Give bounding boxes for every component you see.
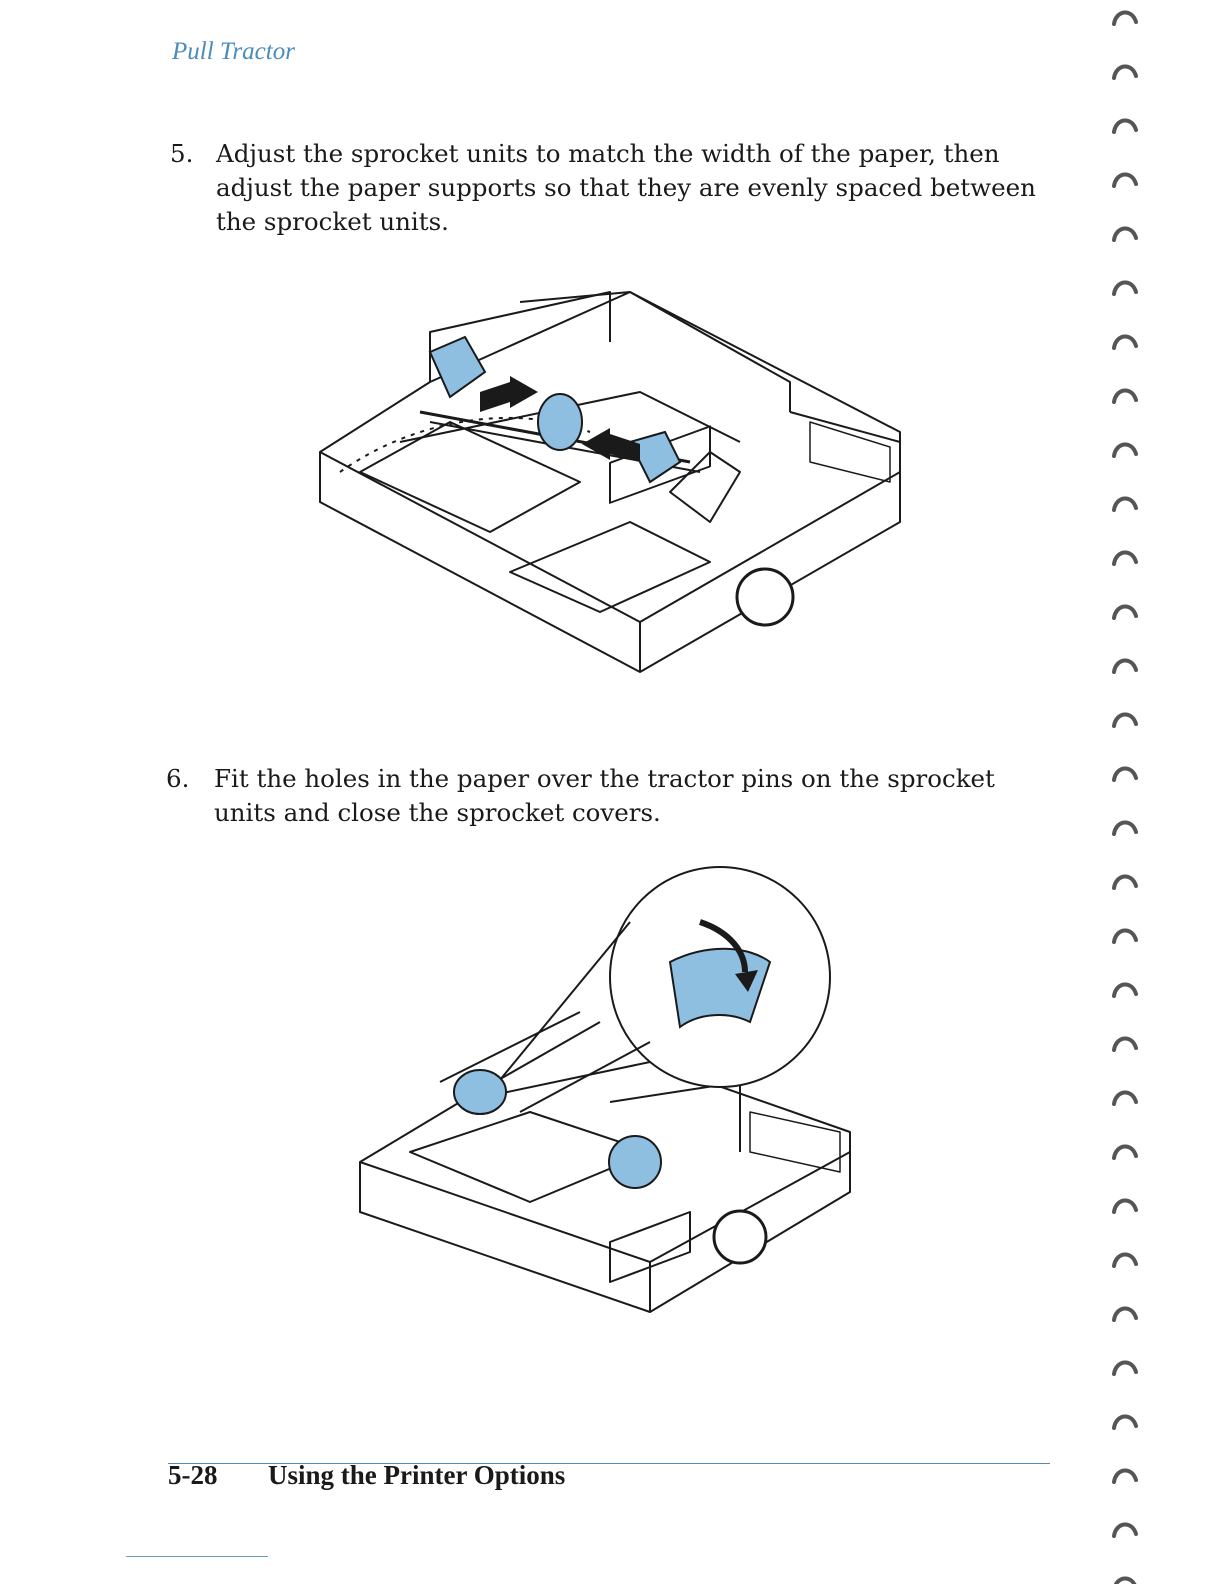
binding-loop bbox=[1112, 550, 1138, 566]
section-title: Using the Printer Options bbox=[268, 1460, 566, 1490]
binding-loop bbox=[1112, 712, 1138, 728]
binding-loop bbox=[1112, 172, 1138, 188]
binding-loop bbox=[1112, 820, 1138, 836]
binding-loop bbox=[1112, 280, 1138, 296]
binding-loop bbox=[1112, 874, 1138, 890]
step-number: 5. bbox=[170, 139, 194, 168]
scan-artifact-line bbox=[126, 1556, 268, 1557]
step-text: Adjust the sprocket units to match the w… bbox=[216, 139, 1036, 236]
binding-loop bbox=[1112, 604, 1138, 620]
binding-loop bbox=[1112, 1198, 1138, 1214]
spiral-binding bbox=[1112, 10, 1138, 1584]
binding-loop bbox=[1112, 1144, 1138, 1160]
footer-rule bbox=[168, 1463, 1050, 1464]
running-header: Pull Tractor bbox=[172, 38, 295, 65]
printer-illustration-adjust-sprockets bbox=[319, 291, 901, 673]
page-number: 5-28 bbox=[168, 1460, 218, 1490]
binding-loop bbox=[1112, 388, 1138, 404]
binding-loop bbox=[1112, 1306, 1138, 1322]
step-number: 6. bbox=[166, 764, 190, 793]
binding-loop bbox=[1112, 496, 1138, 512]
binding-loop bbox=[1112, 64, 1138, 80]
binding-loop bbox=[1112, 10, 1138, 26]
binding-loop bbox=[1112, 1360, 1138, 1376]
binding-loop bbox=[1112, 118, 1138, 134]
binding-loop bbox=[1112, 226, 1138, 242]
binding-loop bbox=[1112, 766, 1138, 782]
binding-loop bbox=[1113, 1576, 1137, 1584]
binding-loop bbox=[1112, 1522, 1138, 1538]
binding-loop bbox=[1112, 442, 1138, 458]
binding-loop bbox=[1112, 982, 1138, 998]
binding-loop bbox=[1112, 1468, 1138, 1484]
printer-illustration-close-covers bbox=[359, 866, 851, 1313]
binding-loop bbox=[1112, 334, 1138, 350]
binding-loop bbox=[1112, 1036, 1138, 1052]
binding-loop bbox=[1112, 1252, 1138, 1268]
binding-loop bbox=[1112, 1414, 1138, 1430]
binding-loop bbox=[1112, 1090, 1138, 1106]
binding-loop bbox=[1112, 928, 1138, 944]
binding-loop bbox=[1112, 658, 1138, 674]
step-text: Fit the holes in the paper over the trac… bbox=[214, 764, 995, 827]
